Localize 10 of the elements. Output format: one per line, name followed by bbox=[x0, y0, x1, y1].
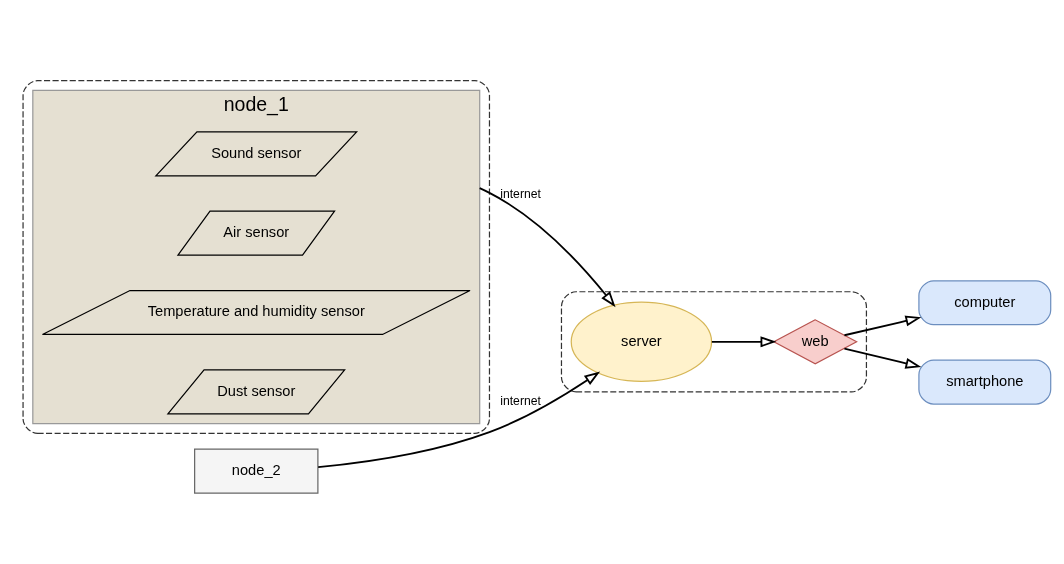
node-box: smartphone bbox=[918, 359, 1052, 405]
node-box: computer bbox=[918, 280, 1052, 326]
arrow bbox=[843, 315, 922, 337]
arrow bbox=[843, 347, 922, 369]
node-diamond: web bbox=[772, 319, 858, 365]
edge-label: internet bbox=[500, 186, 541, 201]
node-box: node_2 bbox=[194, 448, 319, 494]
arrow bbox=[317, 371, 601, 469]
arrow bbox=[710, 336, 777, 348]
edge-label: internet bbox=[500, 394, 541, 409]
